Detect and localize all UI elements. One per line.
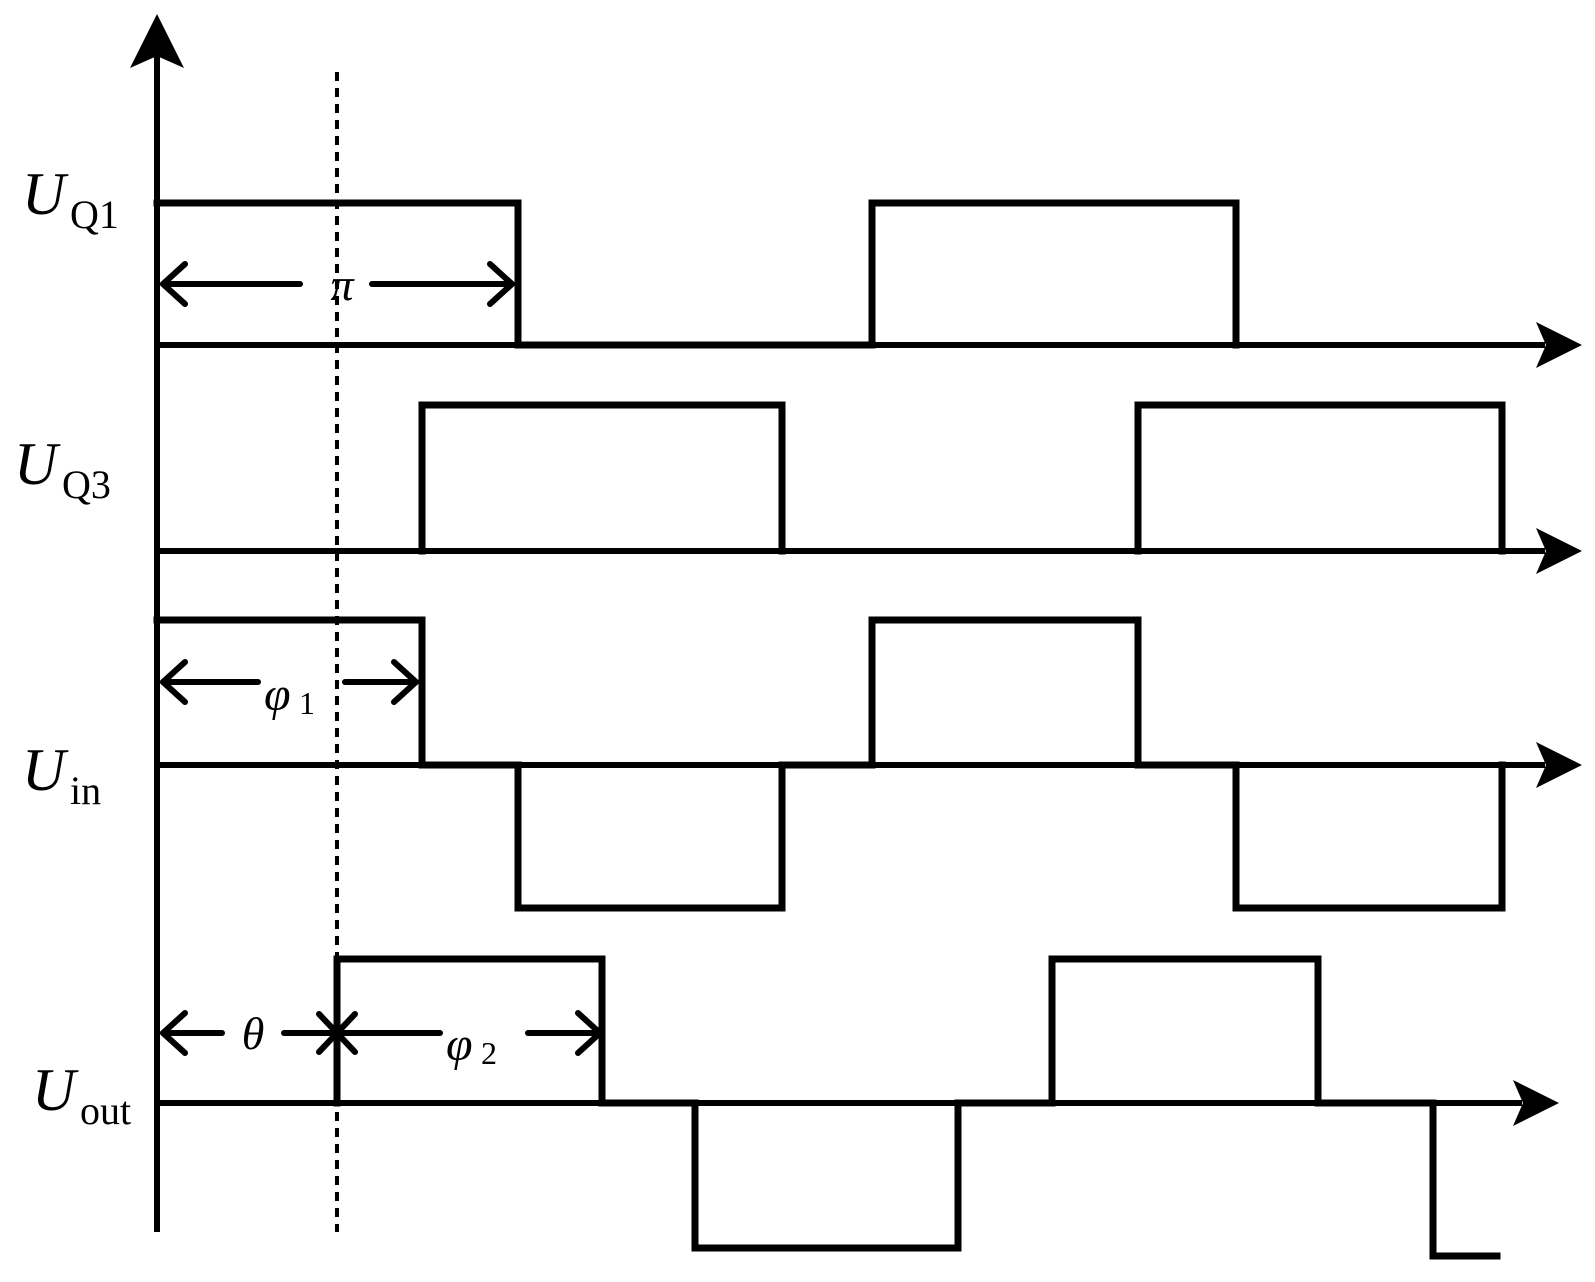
label-uout: U out xyxy=(32,1057,131,1133)
uq3-waveform-2 xyxy=(1134,401,1506,555)
uout-arrowhead xyxy=(1513,1080,1559,1126)
vertical-axis xyxy=(130,14,184,1232)
uq3-waveform xyxy=(418,401,786,555)
uin-arrowhead xyxy=(1536,742,1582,788)
signal-uq1 xyxy=(153,199,1582,368)
svg-text:in: in xyxy=(70,768,101,813)
signal-uin xyxy=(153,616,1582,912)
dimension-phi2-label: φ xyxy=(446,1018,473,1071)
dimension-phi2-subscript: 2 xyxy=(481,1035,497,1071)
dimension-pi: π xyxy=(160,259,515,310)
svg-text:U: U xyxy=(22,737,69,803)
dimension-phi2: φ 2 xyxy=(334,1010,603,1071)
label-uq1: U Q1 xyxy=(22,161,119,237)
uq1-waveform xyxy=(153,199,1240,349)
uin-waveform xyxy=(153,616,1506,912)
uq1-arrowhead xyxy=(1536,322,1582,368)
label-uq3: U Q3 xyxy=(14,431,111,507)
dimension-phi1-label: φ xyxy=(264,668,291,721)
dimension-phi1: φ 1 xyxy=(160,659,419,721)
svg-text:Q3: Q3 xyxy=(62,462,111,507)
uq3-arrowhead xyxy=(1536,528,1582,574)
dimension-pi-label: π xyxy=(330,259,355,310)
label-uin: U in xyxy=(22,737,101,813)
svg-text:U: U xyxy=(14,431,61,497)
uout-waveform xyxy=(333,955,1501,1260)
signal-uout xyxy=(157,955,1559,1260)
dimension-theta: θ xyxy=(160,1008,340,1059)
svg-text:U: U xyxy=(22,161,69,227)
svg-text:out: out xyxy=(80,1088,131,1133)
dimension-theta-label: θ xyxy=(242,1008,265,1059)
signal-uq3 xyxy=(157,401,1582,574)
svg-text:U: U xyxy=(32,1057,79,1123)
svg-text:Q1: Q1 xyxy=(70,192,119,237)
dimension-phi1-subscript: 1 xyxy=(299,685,315,721)
vertical-axis-arrowhead xyxy=(130,14,184,68)
